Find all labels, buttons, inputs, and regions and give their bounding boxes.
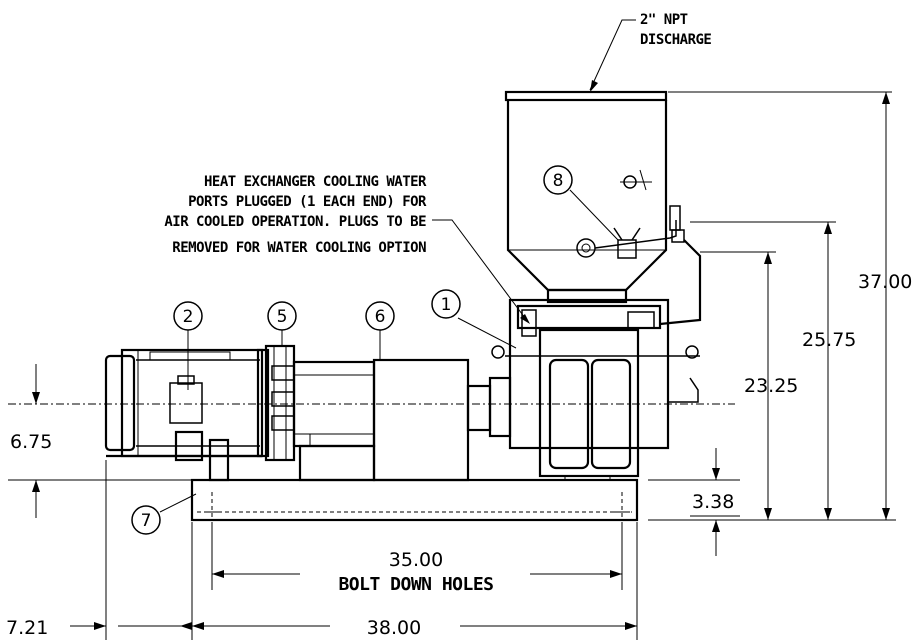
svg-text:7: 7 [141,511,152,531]
dim-text-shaft-height: 6.75 [10,431,52,453]
heat-exchanger-note-line3: AIR COOLED OPERATION. PLUGS TO BE [164,214,426,230]
svg-text:2: 2 [183,307,194,327]
dim-text-motor-overhang: 7.21 [6,617,48,639]
dim-text-discharge-a: 25.75 [802,329,856,351]
balloon-1: 1 [431,289,461,319]
leader-discharge [589,19,636,92]
dim-shaft-height [8,364,190,518]
svg-text:6: 6 [375,307,386,327]
dim-bolt-span [211,522,623,590]
balloon-5: 5 [267,301,297,331]
dim-overall-length [191,522,638,640]
dim-motor-overhang [70,460,192,640]
pump-body [491,298,700,480]
leader-8 [569,189,619,241]
dim-text-overall-height: 37.00 [858,271,912,293]
electric-motor [104,348,264,482]
dim-discharge-b [700,251,776,520]
base-plate [190,478,639,522]
heat-exchanger-note-line2: PORTS PLUGGED (1 EACH END) FOR [188,194,427,210]
heat-exchanger-note-line1: HEAT EXCHANGER COOLING WATER [204,174,427,190]
balloon-6: 6 [365,301,395,331]
svg-text:8: 8 [553,171,564,191]
dim-overall-height [668,91,892,520]
dim-text-overall-length: 38.00 [367,617,421,639]
balloon-2: 2 [173,301,203,331]
leader-heat-exchanger [432,219,530,324]
heat-exchanger-note-line4: REMOVED FOR WATER COOLING OPTION [172,240,426,256]
svg-text:5: 5 [277,307,288,327]
dim-text-discharge-b: 23.25 [744,375,798,397]
leader-7 [159,493,197,513]
balloon-7: 7 [131,505,161,535]
balloon-8: 8 [543,165,573,195]
bolt-down-holes-label: BOLT DOWN HOLES [338,574,493,595]
hopper-reservoir [504,90,702,403]
svg-text:1: 1 [441,295,452,315]
drive-housing [372,358,512,482]
discharge-note-line1: 2" NPT [640,12,688,28]
dim-text-base-height: 3.38 [692,491,734,513]
dim-discharge-a [690,221,836,520]
leader-1 [457,317,517,349]
dim-text-bolt-span: 35.00 [389,549,443,571]
discharge-note-line2: DISCHARGE [640,32,711,48]
dim-base-height [648,448,740,556]
coupling-housing [256,344,376,482]
